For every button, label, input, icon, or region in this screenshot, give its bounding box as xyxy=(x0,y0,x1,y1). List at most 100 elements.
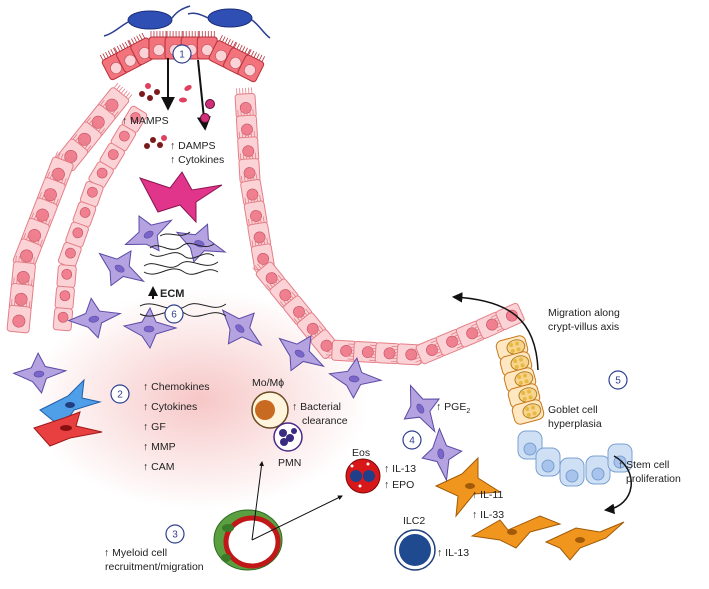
goblet-label-line2: hyperplasia xyxy=(548,418,602,430)
migration-label-line1: Migration along xyxy=(548,307,620,319)
epithelial-cell xyxy=(56,264,77,289)
myeloid-label-line1: ↑ Myeloid cell xyxy=(104,547,167,559)
step-number: 6 xyxy=(171,310,177,321)
step-marker-3: 3 xyxy=(165,524,185,544)
cytokines-label: ↑ Cytokines xyxy=(143,401,197,413)
epithelial-cell xyxy=(97,82,133,120)
epithelial-cell xyxy=(247,216,272,249)
eosinophil-cell xyxy=(345,458,381,494)
fibroblast-cell xyxy=(278,335,326,372)
eos-il13-label: ↑ IL-13 xyxy=(384,463,416,475)
stem-cell xyxy=(517,430,543,460)
epithelial-cell xyxy=(234,87,257,119)
step-number: 5 xyxy=(615,376,621,387)
stem-cell xyxy=(559,457,585,487)
goblet-label-line1: Goblet cell xyxy=(548,404,598,416)
pmn-label: PMN xyxy=(278,457,301,469)
step-marker-6: 6 xyxy=(164,304,184,324)
eos-label: Eos xyxy=(352,447,370,459)
step-number: 2 xyxy=(117,390,123,401)
bacterial-label: ↑ Bacterial xyxy=(292,401,341,413)
step-number: 1 xyxy=(179,50,185,61)
stem-cell xyxy=(535,447,561,477)
epo-label: ↑ EPO xyxy=(384,479,414,491)
macrophage-cell xyxy=(251,391,289,429)
epithelial-cell xyxy=(121,105,148,133)
il33-label: ↑ IL-33 xyxy=(472,509,504,521)
ecm-label: ECM xyxy=(160,288,184,300)
epithelial-cell xyxy=(88,161,114,189)
pericryptal-fibroblasts xyxy=(434,456,625,561)
ilc2-il13-label: ↑ IL-13 xyxy=(437,547,469,559)
fibroblast-cell xyxy=(67,297,122,339)
fibroblast-cell xyxy=(122,306,178,350)
mo-mphi-label: Mo/Mϕ xyxy=(252,377,284,389)
myeloid-label-line2: recruitment/migration xyxy=(105,561,204,573)
step-number: 4 xyxy=(409,436,415,447)
bacteria-group xyxy=(103,5,271,39)
fibroblast-cell xyxy=(12,351,68,394)
step-marker-4: 4 xyxy=(402,430,422,450)
blood-vessel xyxy=(213,509,283,571)
stem-cell xyxy=(607,443,633,473)
mamps-label: ↑ MAMPS xyxy=(122,115,169,127)
clearance-label: clearance xyxy=(302,415,348,427)
epithelial-cell xyxy=(450,320,485,349)
fibroblast-cell xyxy=(421,427,463,482)
epithelial-cell xyxy=(6,299,32,334)
vessel-to-eos-arrow xyxy=(251,495,343,541)
migration-arrow xyxy=(451,292,539,371)
neutrophil-cell xyxy=(273,422,303,452)
fibroblast-cell xyxy=(221,309,263,347)
epithelial-cell xyxy=(79,181,104,208)
fibroblast-cell xyxy=(328,356,383,399)
epithelial-cell xyxy=(235,109,258,141)
gf-label: ↑ GF xyxy=(143,421,166,433)
stem-cell-label-line2: proliferation xyxy=(626,473,681,485)
step-marker-5: 5 xyxy=(608,370,628,390)
pge2-label: ↑ PGE2 xyxy=(436,401,470,415)
cell-debris-icon xyxy=(179,85,215,123)
fibroblast-network xyxy=(12,214,463,482)
epithelial-cell xyxy=(54,285,75,310)
cytokines-top-label: ↑ Cytokines xyxy=(170,154,224,166)
mmp-label: ↑ MMP xyxy=(143,441,176,453)
il11-label: ↑ IL-11 xyxy=(472,489,503,501)
step-markers: 1 2 3 4 5 6 xyxy=(110,44,628,544)
bacterium-right xyxy=(187,8,271,39)
mamps-molecule-icon xyxy=(139,83,160,101)
epithelium xyxy=(6,31,633,487)
migration-label-line2: crypt-villus axis xyxy=(548,321,619,333)
damps-molecule-icon xyxy=(144,135,167,149)
ecm-fibers xyxy=(139,231,227,317)
bacterium-left xyxy=(103,5,191,37)
epithelial-cell xyxy=(57,241,82,269)
ilc2-label: ILC2 xyxy=(403,515,425,527)
vessel-to-macrophage-arrow xyxy=(251,461,264,541)
goblet-cell xyxy=(511,399,545,425)
step-marker-2: 2 xyxy=(110,384,130,404)
injured-epithelial-cell xyxy=(237,49,266,83)
stem-cell-label-line1: ↑ Stem cell xyxy=(618,459,669,471)
epithelial-cell xyxy=(8,277,34,312)
fibroblast-cell xyxy=(175,223,227,263)
fibroblast-cell xyxy=(403,384,441,434)
myofibroblast-cell xyxy=(138,171,223,224)
chemokines-label: ↑ Chemokines xyxy=(143,381,210,393)
epithelial-cell xyxy=(110,124,137,152)
epithelial-cell xyxy=(52,307,74,332)
damps-label: ↑ DAMPS xyxy=(170,140,216,152)
epithelial-cell xyxy=(490,302,525,332)
stem-cell xyxy=(585,455,611,485)
step-marker-1: 1 xyxy=(172,44,192,64)
epithelial-cell xyxy=(240,173,264,207)
fibroblast-cell xyxy=(124,214,174,252)
step-number: 3 xyxy=(172,530,178,541)
fibroblast-cell xyxy=(98,250,146,287)
epithelial-cell xyxy=(243,195,268,228)
stem-cell-cycle-arrow xyxy=(603,455,632,515)
ilc2-cell xyxy=(394,529,436,571)
epithelial-cell xyxy=(65,221,89,248)
epithelial-cell xyxy=(99,142,125,170)
